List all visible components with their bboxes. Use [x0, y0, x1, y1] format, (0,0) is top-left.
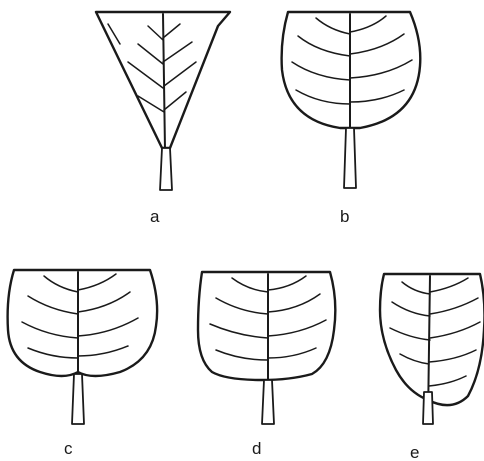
leaf-e: e	[380, 274, 484, 461]
leaf-d-petiole	[262, 380, 274, 424]
leaf-b: b	[282, 12, 421, 226]
leaf-c-veins	[22, 274, 138, 358]
leaf-c-label: c	[64, 439, 73, 458]
leaf-a-veins	[108, 24, 196, 112]
leaf-a: a	[96, 12, 230, 226]
leaf-c-petiole	[72, 374, 84, 424]
leaf-b-veins	[292, 16, 412, 104]
leaf-a-label: a	[150, 207, 160, 226]
leaf-a-petiole	[160, 148, 172, 190]
leaf-d-label: d	[252, 439, 261, 458]
leaf-d: d	[198, 272, 335, 458]
leaf-a-midrib	[163, 14, 165, 150]
leaf-c: c	[8, 270, 158, 458]
leaf-c-blade	[8, 270, 158, 376]
leaf-e-petiole	[423, 392, 433, 424]
leaf-b-label: b	[340, 207, 349, 226]
leaf-e-label: e	[410, 443, 419, 461]
leaf-e-veins	[390, 278, 480, 386]
leaf-b-petiole	[344, 128, 356, 188]
